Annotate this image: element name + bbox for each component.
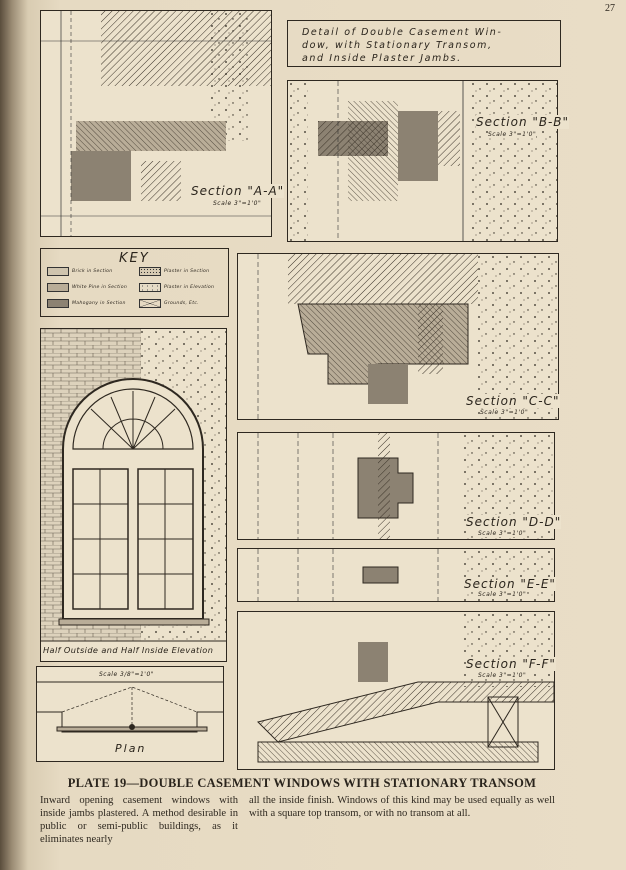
key-label: White Pine in Section <box>72 285 128 290</box>
title-box: Detail of Double Casement Win- dow, with… <box>287 20 561 67</box>
section-cc-drawing: Section "C-C" Scale 3"=1'0" <box>237 253 560 420</box>
plaster-section-swatch <box>139 267 161 276</box>
brick-swatch <box>47 267 69 276</box>
key-item-plaster-elevation: Plaster in Elevation <box>139 283 214 292</box>
plan-label: Plan <box>115 742 147 755</box>
key-label: Brick in Section <box>72 269 113 274</box>
section-ee-scale: Scale 3"=1'0" <box>478 591 527 598</box>
section-cc-label: Section "C-C" <box>466 394 560 408</box>
key-label: Plaster in Elevation <box>164 285 215 290</box>
section-dd-drawing: Section "D-D" Scale 3"=1'0" <box>237 432 562 540</box>
key-item-plaster-section: Plaster in Section <box>139 267 209 276</box>
key-item-brick: Brick in Section <box>47 267 112 276</box>
section-bb-illustration <box>288 81 557 241</box>
white-pine-swatch <box>47 283 69 292</box>
body-text-column-1: Inward opening casement windows with ins… <box>40 795 238 845</box>
section-bb-label: Section "B-B" <box>476 115 570 129</box>
section-dd-label: Section "D-D" <box>466 515 562 529</box>
section-aa-label: Section "A-A" <box>191 184 285 198</box>
section-ff-label: Section "F-F" <box>466 657 556 671</box>
section-aa-drawing: Section "A-A" Scale 3"=1'0" <box>40 10 285 237</box>
section-ee-drawing: Section "E-E" Scale 3"=1'0" <box>237 548 556 602</box>
plan-scale: Scale 3/8"=1'0" <box>99 671 155 678</box>
section-bb-scale: Scale 3"=1'0" <box>488 131 537 138</box>
grounds-swatch <box>139 299 161 308</box>
section-ff-illustration <box>257 612 554 763</box>
section-ff-drawing: Section "F-F" Scale 3"=1'0" <box>237 611 556 770</box>
page-number: 27 <box>605 3 615 14</box>
elevation-drawing: Half Outside and Half Inside Elevation <box>40 328 227 662</box>
legend-key: KEY Brick in Section White Pine in Secti… <box>40 248 229 317</box>
plan-drawing: Scale 3/8"=1'0" Plan <box>36 666 224 762</box>
section-aa-scale: Scale 3"=1'0" <box>213 200 262 207</box>
elevation-illustration <box>41 329 226 642</box>
key-label: Grounds, Etc. <box>164 301 199 306</box>
key-item-mahogany: Mahogany in Section <box>47 299 126 308</box>
title-line-1: Detail of Double Casement Win- <box>302 27 503 38</box>
section-bb-drawing: Section "B-B" Scale 3"=1'0" <box>287 80 570 242</box>
section-aa-illustration <box>41 11 271 236</box>
mahogany-swatch <box>47 299 69 308</box>
section-ff-scale: Scale 3"=1'0" <box>478 672 527 679</box>
plate-caption: PLATE 19—DOUBLE CASEMENT WINDOWS WITH ST… <box>67 776 537 790</box>
key-label: Mahogany in Section <box>72 301 126 306</box>
section-cc-illustration <box>257 254 558 419</box>
plan-illustration <box>37 681 223 733</box>
title-line-3: and Inside Plaster Jambs. <box>302 53 462 64</box>
key-label: Plaster in Section <box>164 269 210 274</box>
section-ee-label: Section "E-E" <box>464 577 556 591</box>
key-title: KEY <box>119 251 150 266</box>
title-line-2: dow, with Stationary Transom, <box>302 40 493 51</box>
section-dd-scale: Scale 3"=1'0" <box>478 530 527 537</box>
section-cc-scale: Scale 3"=1'0" <box>480 409 529 416</box>
elevation-label: Half Outside and Half Inside Elevation <box>43 645 214 655</box>
body-text-column-2: all the inside finish. Windows of this k… <box>249 795 555 819</box>
key-item-white-pine: White Pine in Section <box>47 283 127 292</box>
plaster-elevation-swatch <box>139 283 161 292</box>
key-item-grounds: Grounds, Etc. <box>139 299 199 308</box>
